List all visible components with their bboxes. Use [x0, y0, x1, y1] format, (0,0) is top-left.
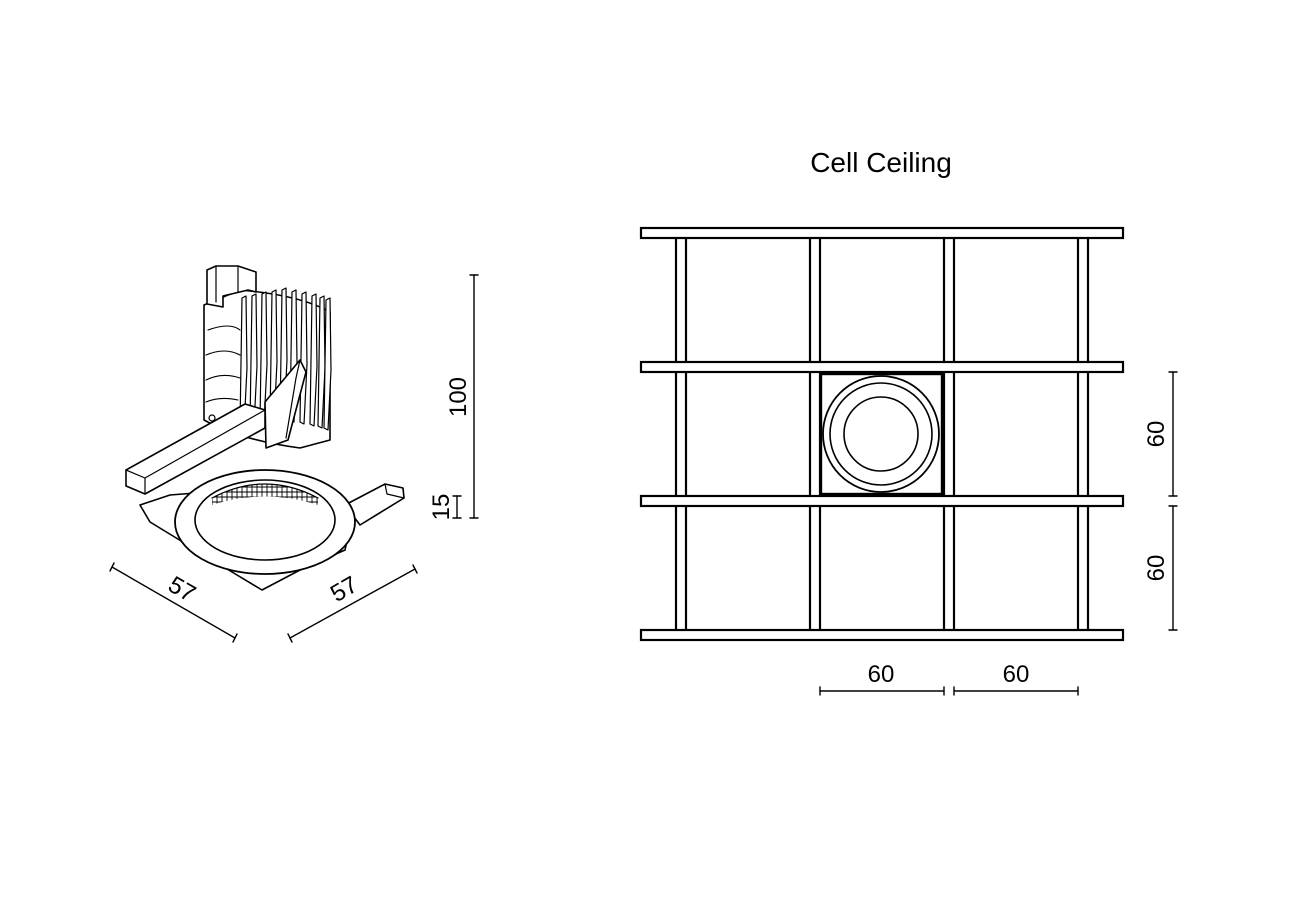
dim-ceiling-vertical-label-1: 60	[1143, 421, 1170, 448]
heatsink-fin	[323, 297, 332, 431]
dim-height	[469, 274, 479, 519]
dim-width-right	[287, 564, 418, 643]
ceiling-title: Cell Ceiling	[810, 147, 952, 178]
downlight-isometric-view: 100 15 57 57	[109, 265, 479, 643]
dim-width-left	[109, 562, 238, 643]
dim-ceiling-vertical-label-2: 60	[1143, 555, 1170, 582]
dim-width-left-label: 57	[163, 571, 200, 608]
heatsink-fin	[317, 295, 326, 429]
heatsink-fin	[259, 291, 268, 425]
trim-ring-inner	[194, 479, 336, 561]
cell-ceiling-plan: Cell Ceiling	[639, 147, 1178, 696]
dim-height-label: 100	[445, 377, 472, 417]
dim-ceiling-horizontal-label-1: 60	[868, 661, 895, 688]
ceiling-horizontal-bars	[639, 226, 1125, 642]
dim-trim-label: 15	[428, 494, 455, 521]
dim-ceiling-vertical	[1168, 371, 1178, 631]
dim-trim	[452, 495, 462, 519]
downlight-plan-view	[819, 372, 944, 496]
dim-ceiling-horizontal	[819, 686, 1079, 696]
dim-width-right-label: 57	[326, 571, 363, 608]
heatsink-fin	[249, 293, 258, 427]
heatsink-fin	[239, 295, 248, 429]
heatsink-fin	[309, 293, 318, 427]
dim-ceiling-horizontal-label-2: 60	[1003, 661, 1030, 688]
